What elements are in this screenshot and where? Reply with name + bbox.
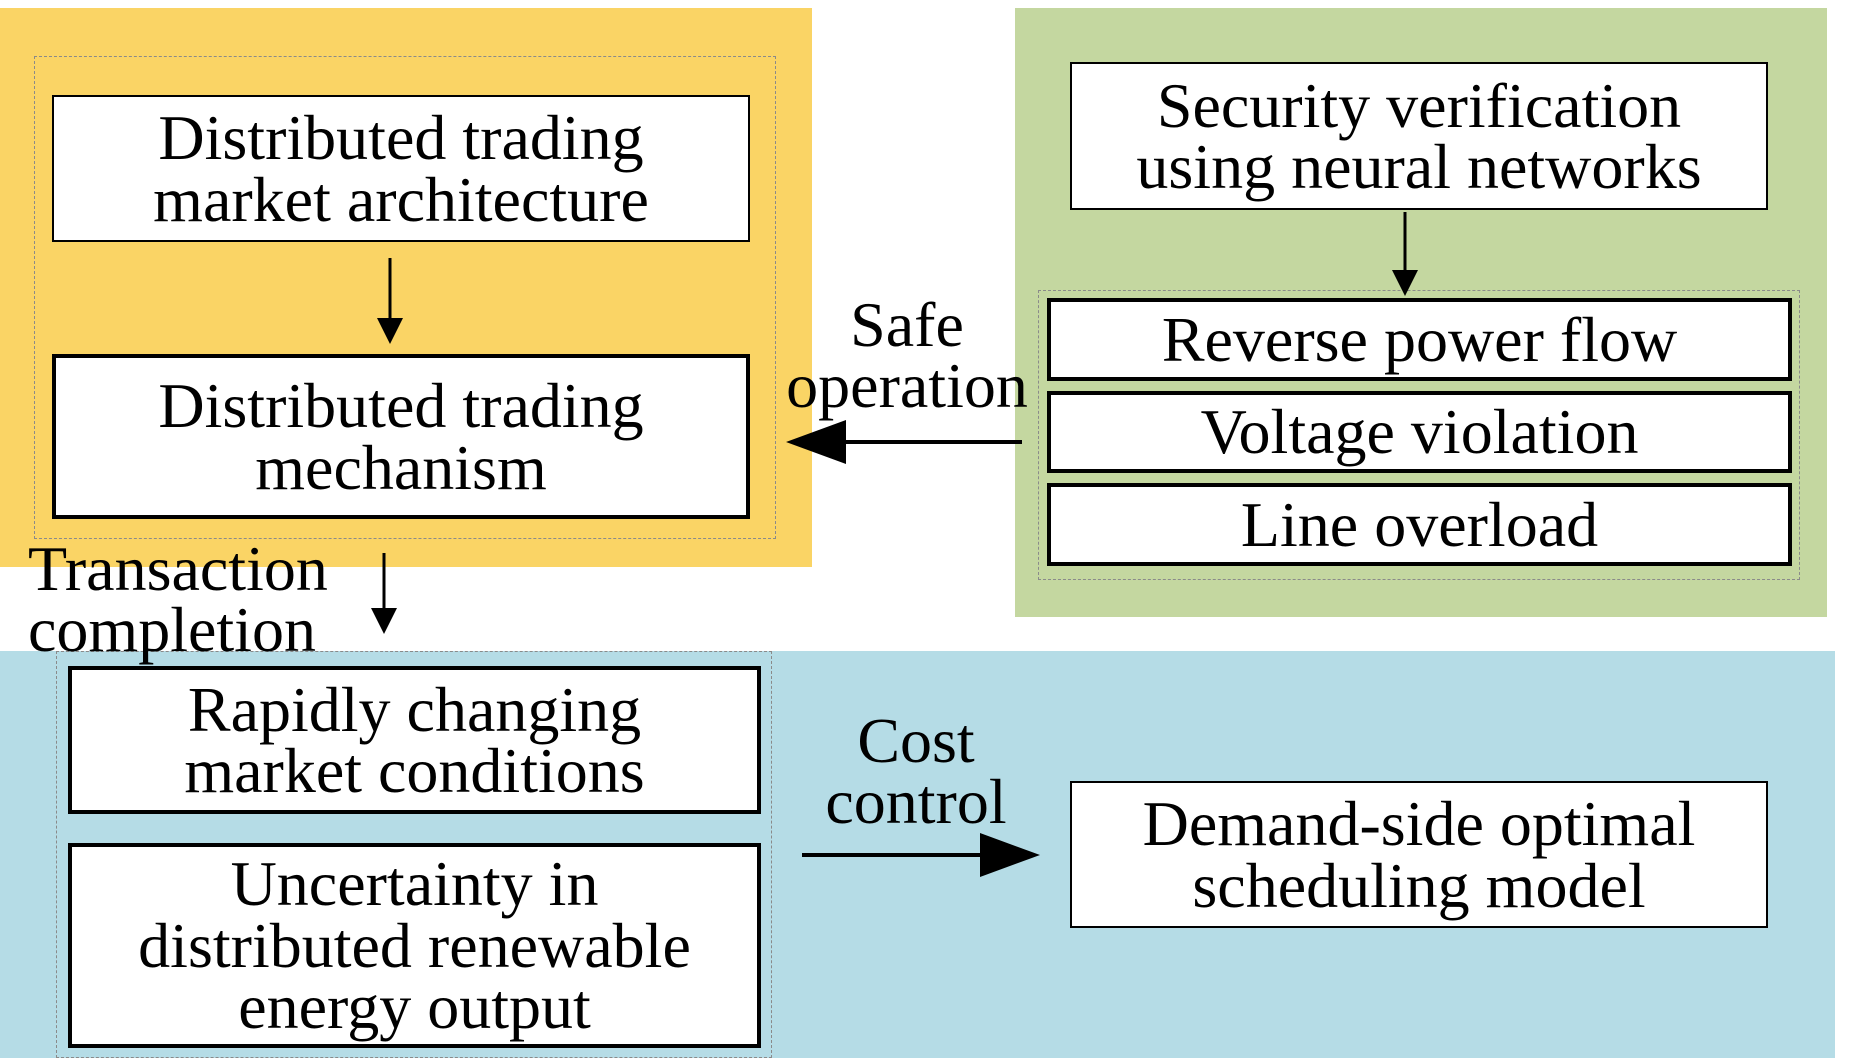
renewable-uncertainty-line3: energy output bbox=[238, 971, 591, 1043]
market-conditions-line2: market conditions bbox=[184, 735, 645, 806]
arrow-down-icon bbox=[371, 553, 397, 634]
security-verification-line2: using neural networks bbox=[1136, 131, 1702, 202]
market-architecture-line2: market architecture bbox=[153, 163, 649, 235]
demand-side-model-line1: Demand-side optimal bbox=[1142, 788, 1696, 860]
arrow-down-icon bbox=[377, 258, 403, 344]
line-overload-label: Line overload bbox=[1240, 488, 1599, 560]
trading-mechanism-line2: mechanism bbox=[255, 431, 547, 503]
market-conditions-line1: Rapidly changing bbox=[187, 673, 642, 745]
cost-control-line1: Cost bbox=[857, 705, 975, 776]
renewable-uncertainty-line1: Uncertainty in bbox=[230, 848, 599, 920]
trading-mechanism-line1: Distributed trading bbox=[158, 370, 644, 442]
safe-operation-label: Safe operation bbox=[776, 289, 1038, 422]
security-issues-outline bbox=[1038, 290, 1800, 580]
transaction-completion-line1: Transaction bbox=[28, 533, 328, 604]
trading-group-outline bbox=[34, 56, 776, 539]
arrow-left-icon bbox=[786, 420, 1022, 464]
cost-control-line2: control bbox=[825, 766, 1007, 838]
cost-control-label: Cost control bbox=[800, 705, 1032, 838]
transaction-completion-line2: completion bbox=[28, 594, 316, 666]
security-verification-line1: Security verification bbox=[1156, 69, 1682, 141]
safe-operation-line2: operation bbox=[786, 350, 1028, 422]
voltage-violation-box: Voltage violation bbox=[1047, 391, 1792, 473]
arrow-down-icon bbox=[1392, 212, 1418, 296]
arrow-right-icon bbox=[802, 833, 1040, 877]
voltage-violation-label: Voltage violation bbox=[1200, 396, 1639, 468]
reverse-power-flow-label: Reverse power flow bbox=[1161, 303, 1678, 375]
safe-operation-line1: Safe bbox=[850, 289, 964, 360]
line-overload-box: Line overload bbox=[1047, 483, 1792, 566]
demand-side-model-line2: scheduling model bbox=[1192, 849, 1646, 921]
transaction-completion-label: Transaction completion bbox=[28, 533, 358, 666]
renewable-uncertainty-line2: distributed renewable bbox=[138, 909, 691, 981]
reverse-power-flow-box: Reverse power flow bbox=[1047, 298, 1792, 381]
market-architecture-line1: Distributed trading bbox=[158, 102, 644, 174]
